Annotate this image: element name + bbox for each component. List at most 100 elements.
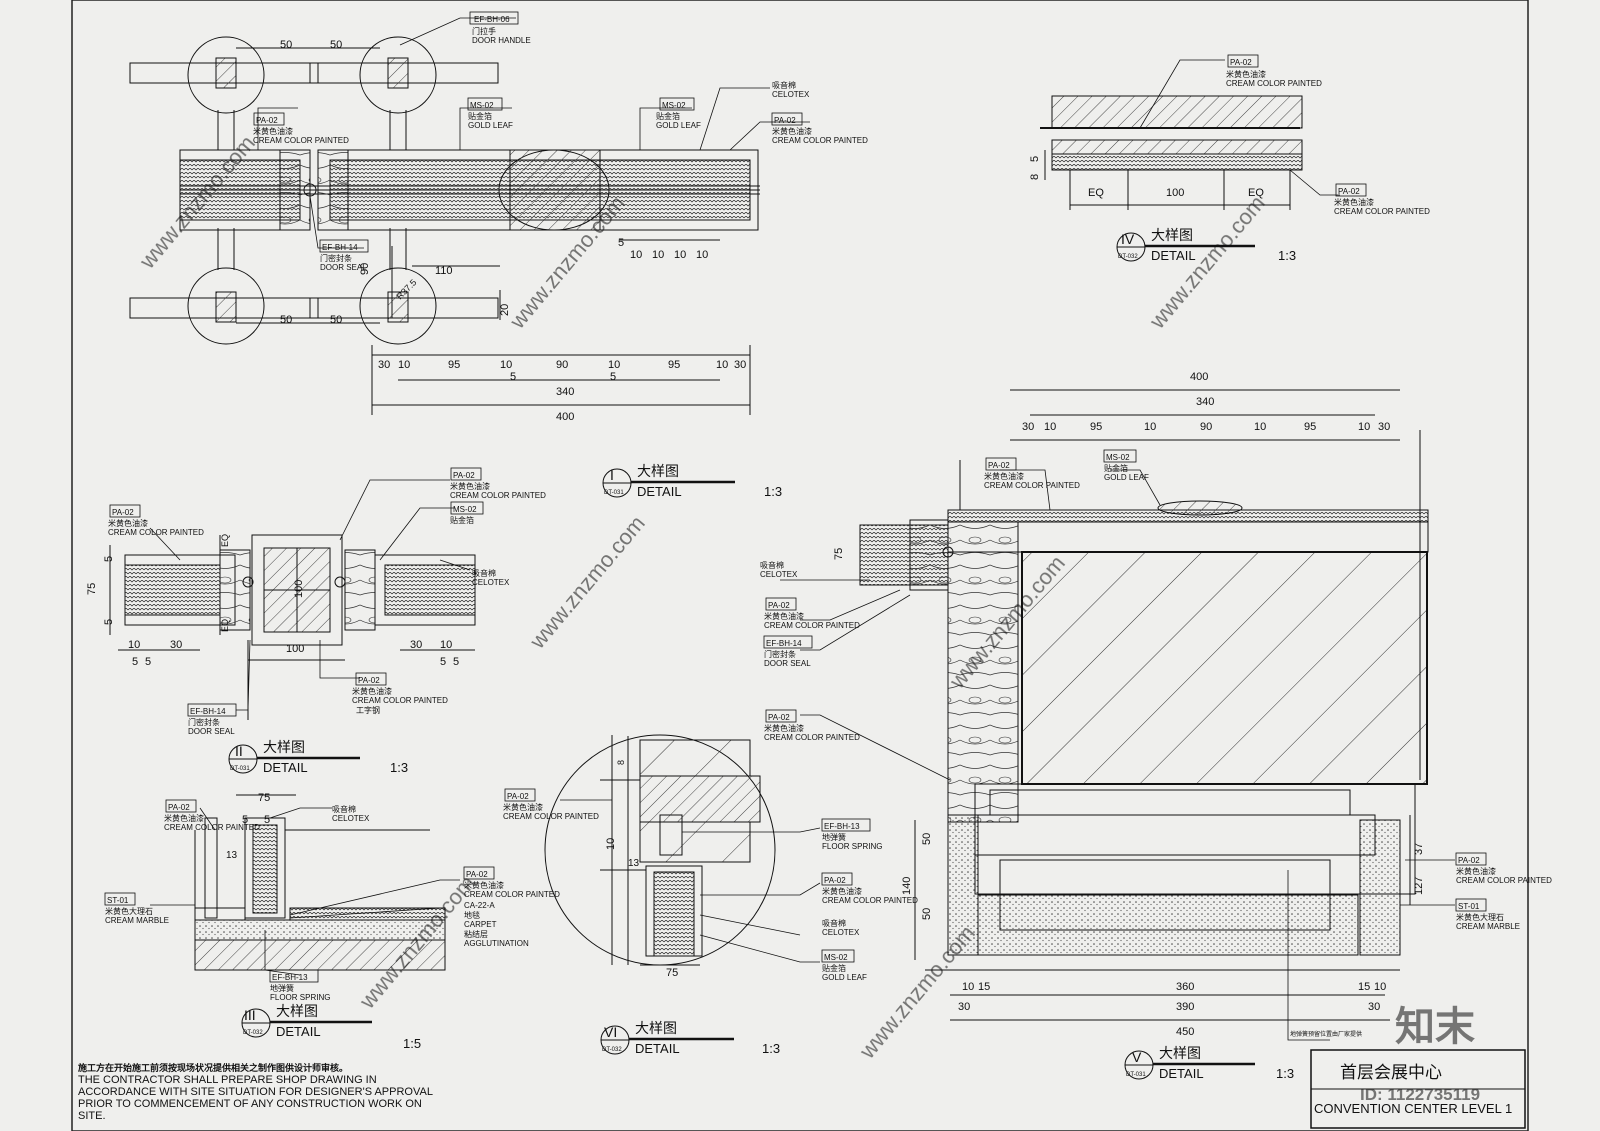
detail-2-dimensions: 75 5 5 EQ EQ 100 10 30 5 5 100 30 10 5 5 <box>86 534 459 668</box>
svg-text:5: 5 <box>103 556 115 562</box>
svg-text:140: 140 <box>901 877 913 895</box>
svg-text:10: 10 <box>1374 981 1386 993</box>
svg-text:EF-BH-14: EF-BH-14 <box>322 243 358 252</box>
svg-text:MS-02: MS-02 <box>453 505 477 514</box>
svg-text:CREAM COLOR PAINTED: CREAM COLOR PAINTED <box>1226 79 1322 88</box>
detail-4-title: IV DT-032 大样图 DETAIL 1:3 <box>1116 227 1296 263</box>
svg-text:CREAM COLOR PAINTED: CREAM COLOR PAINTED <box>764 621 860 630</box>
svg-text:大样图: 大样图 <box>637 463 679 479</box>
svg-text:100: 100 <box>286 643 304 655</box>
svg-text:CA-22-A: CA-22-A <box>464 901 495 910</box>
svg-text:50: 50 <box>921 833 933 845</box>
svg-text:DOOR SEAL: DOOR SEAL <box>320 263 367 272</box>
svg-text:吸音棉: 吸音棉 <box>772 80 796 90</box>
svg-text:10: 10 <box>1358 421 1370 433</box>
svg-text:15: 15 <box>978 981 990 993</box>
svg-text:PA-02: PA-02 <box>112 508 134 517</box>
svg-text:米黄色大理石: 米黄色大理石 <box>1456 912 1504 922</box>
svg-text:DETAIL: DETAIL <box>1151 248 1196 263</box>
svg-text:30: 30 <box>734 359 746 371</box>
svg-text:大样图: 大样图 <box>635 1020 677 1036</box>
title-block: 首层会展中心 CONVENTION CENTER LEVEL 1 <box>1310 1049 1526 1129</box>
svg-text:MS-02: MS-02 <box>824 953 848 962</box>
svg-text:CREAM COLOR PAINTED: CREAM COLOR PAINTED <box>764 733 860 742</box>
svg-text:ST-01: ST-01 <box>107 896 129 905</box>
detail-4-drawing <box>1040 95 1303 210</box>
detail-5-title: V DT-031 大样图 DETAIL 1:3 <box>1124 1045 1294 1081</box>
svg-text:CREAM COLOR PAINTED: CREAM COLOR PAINTED <box>1456 876 1552 885</box>
detail-2-leaders <box>149 479 471 711</box>
svg-text:340: 340 <box>556 386 574 398</box>
detail-6-drawing <box>544 734 776 966</box>
svg-text:PA-02: PA-02 <box>358 676 380 685</box>
detail-3-text: PA-02 米黄色油漆 CREAM COLOR PAINTED 吸音棉 CELO… <box>104 799 560 1002</box>
svg-text:大样图: 大样图 <box>1159 1045 1201 1061</box>
svg-text:5: 5 <box>264 814 270 826</box>
svg-text:127: 127 <box>1413 877 1425 895</box>
detail-6-leaders <box>560 799 821 963</box>
svg-text:门拉手: 门拉手 <box>472 26 496 36</box>
detail-4-leaders <box>1139 59 1340 196</box>
svg-text:390: 390 <box>1176 1001 1194 1013</box>
svg-text:95: 95 <box>1090 421 1102 433</box>
svg-text:米黄色油漆: 米黄色油漆 <box>1334 197 1374 207</box>
svg-text:CREAM COLOR PAINTED: CREAM COLOR PAINTED <box>352 696 448 705</box>
general-note-cn: 施工方在开始施工前须按现场状况提供相关之制作图供设计师审核。 <box>78 1063 349 1073</box>
svg-text:CREAM MARBLE: CREAM MARBLE <box>1456 922 1520 931</box>
svg-text:米黄色油漆: 米黄色油漆 <box>503 802 543 812</box>
detail-6-title: VI DT-032 大样图 DETAIL 1:3 <box>600 1020 780 1056</box>
svg-text:米黄色油漆: 米黄色油漆 <box>450 481 490 491</box>
svg-text:www.znzmo.com: www.znzmo.com <box>524 511 650 654</box>
svg-text:95: 95 <box>1304 421 1316 433</box>
svg-text:IV: IV <box>1121 231 1135 247</box>
svg-text:米黄色油漆: 米黄色油漆 <box>1456 866 1496 876</box>
svg-text:AGGLUTINATION: AGGLUTINATION <box>464 939 529 948</box>
detail-5-text: PA-02 米黄色油漆 CREAM COLOR PAINTED MS-02 贴金… <box>760 449 1552 1038</box>
svg-text:5: 5 <box>618 237 624 249</box>
title-en: CONVENTION CENTER LEVEL 1 <box>1314 1101 1512 1116</box>
svg-text:340: 340 <box>1196 396 1214 408</box>
svg-text:PA-02: PA-02 <box>768 713 790 722</box>
detail-4-text: PA-02 米黄色油漆 CREAM COLOR PAINTED PA-02 米黄… <box>1226 54 1430 216</box>
svg-text:地弹簧预留位置由厂家提供: 地弹簧预留位置由厂家提供 <box>1290 1030 1362 1038</box>
svg-text:30: 30 <box>378 359 390 371</box>
svg-text:5: 5 <box>1029 156 1041 162</box>
svg-text:450: 450 <box>1176 1026 1194 1038</box>
svg-text:10: 10 <box>696 249 708 261</box>
svg-text:CREAM COLOR PAINTED: CREAM COLOR PAINTED <box>164 823 260 832</box>
detail-4-dimensions: EQ 100 EQ 5 8 <box>1029 156 1264 199</box>
svg-text:米黄色油漆: 米黄色油漆 <box>1226 69 1266 79</box>
svg-text:8: 8 <box>616 760 626 765</box>
svg-text:10: 10 <box>962 981 974 993</box>
svg-text:米黄色油漆: 米黄色油漆 <box>772 126 812 136</box>
svg-text:75: 75 <box>833 548 845 560</box>
svg-text:EF-BH-14: EF-BH-14 <box>190 707 226 716</box>
detail-2-text: PA-02 米黄色油漆 CREAM COLOR PAINTED MS-02 贴金… <box>108 467 546 736</box>
svg-text:CREAM MARBLE: CREAM MARBLE <box>105 916 169 925</box>
svg-text:米黄色油漆: 米黄色油漆 <box>764 611 804 621</box>
svg-text:1:3: 1:3 <box>762 1041 780 1056</box>
svg-text:CREAM COLOR PAINTED: CREAM COLOR PAINTED <box>772 136 868 145</box>
svg-text:PA-02: PA-02 <box>466 870 488 879</box>
svg-text:90: 90 <box>359 263 371 275</box>
svg-text:CREAM COLOR PAINTED: CREAM COLOR PAINTED <box>984 481 1080 490</box>
svg-text:50: 50 <box>280 314 292 326</box>
svg-text:10: 10 <box>398 359 410 371</box>
svg-text:I: I <box>610 467 614 483</box>
svg-text:DETAIL: DETAIL <box>1159 1066 1204 1081</box>
svg-text:DT-032: DT-032 <box>602 1047 622 1053</box>
svg-text:CELOTEX: CELOTEX <box>760 570 798 579</box>
svg-text:DETAIL: DETAIL <box>635 1041 680 1056</box>
svg-text:CREAM COLOR PAINTED: CREAM COLOR PAINTED <box>464 890 560 899</box>
svg-text:贴金箔: 贴金箔 <box>822 963 846 973</box>
svg-text:吸音棉: 吸音棉 <box>760 560 784 570</box>
svg-text:10: 10 <box>1044 421 1056 433</box>
svg-text:110: 110 <box>435 265 453 277</box>
svg-text:PA-02: PA-02 <box>988 461 1010 470</box>
detail-3-title: III DT-032 大样图 DETAIL 1:5 <box>241 1003 421 1051</box>
svg-text:米黄色油漆: 米黄色油漆 <box>764 723 804 733</box>
svg-text:30: 30 <box>1378 421 1390 433</box>
detail-2-drawing <box>109 534 476 720</box>
detail-3-dimensions: 75 5 5 13 <box>226 792 270 861</box>
